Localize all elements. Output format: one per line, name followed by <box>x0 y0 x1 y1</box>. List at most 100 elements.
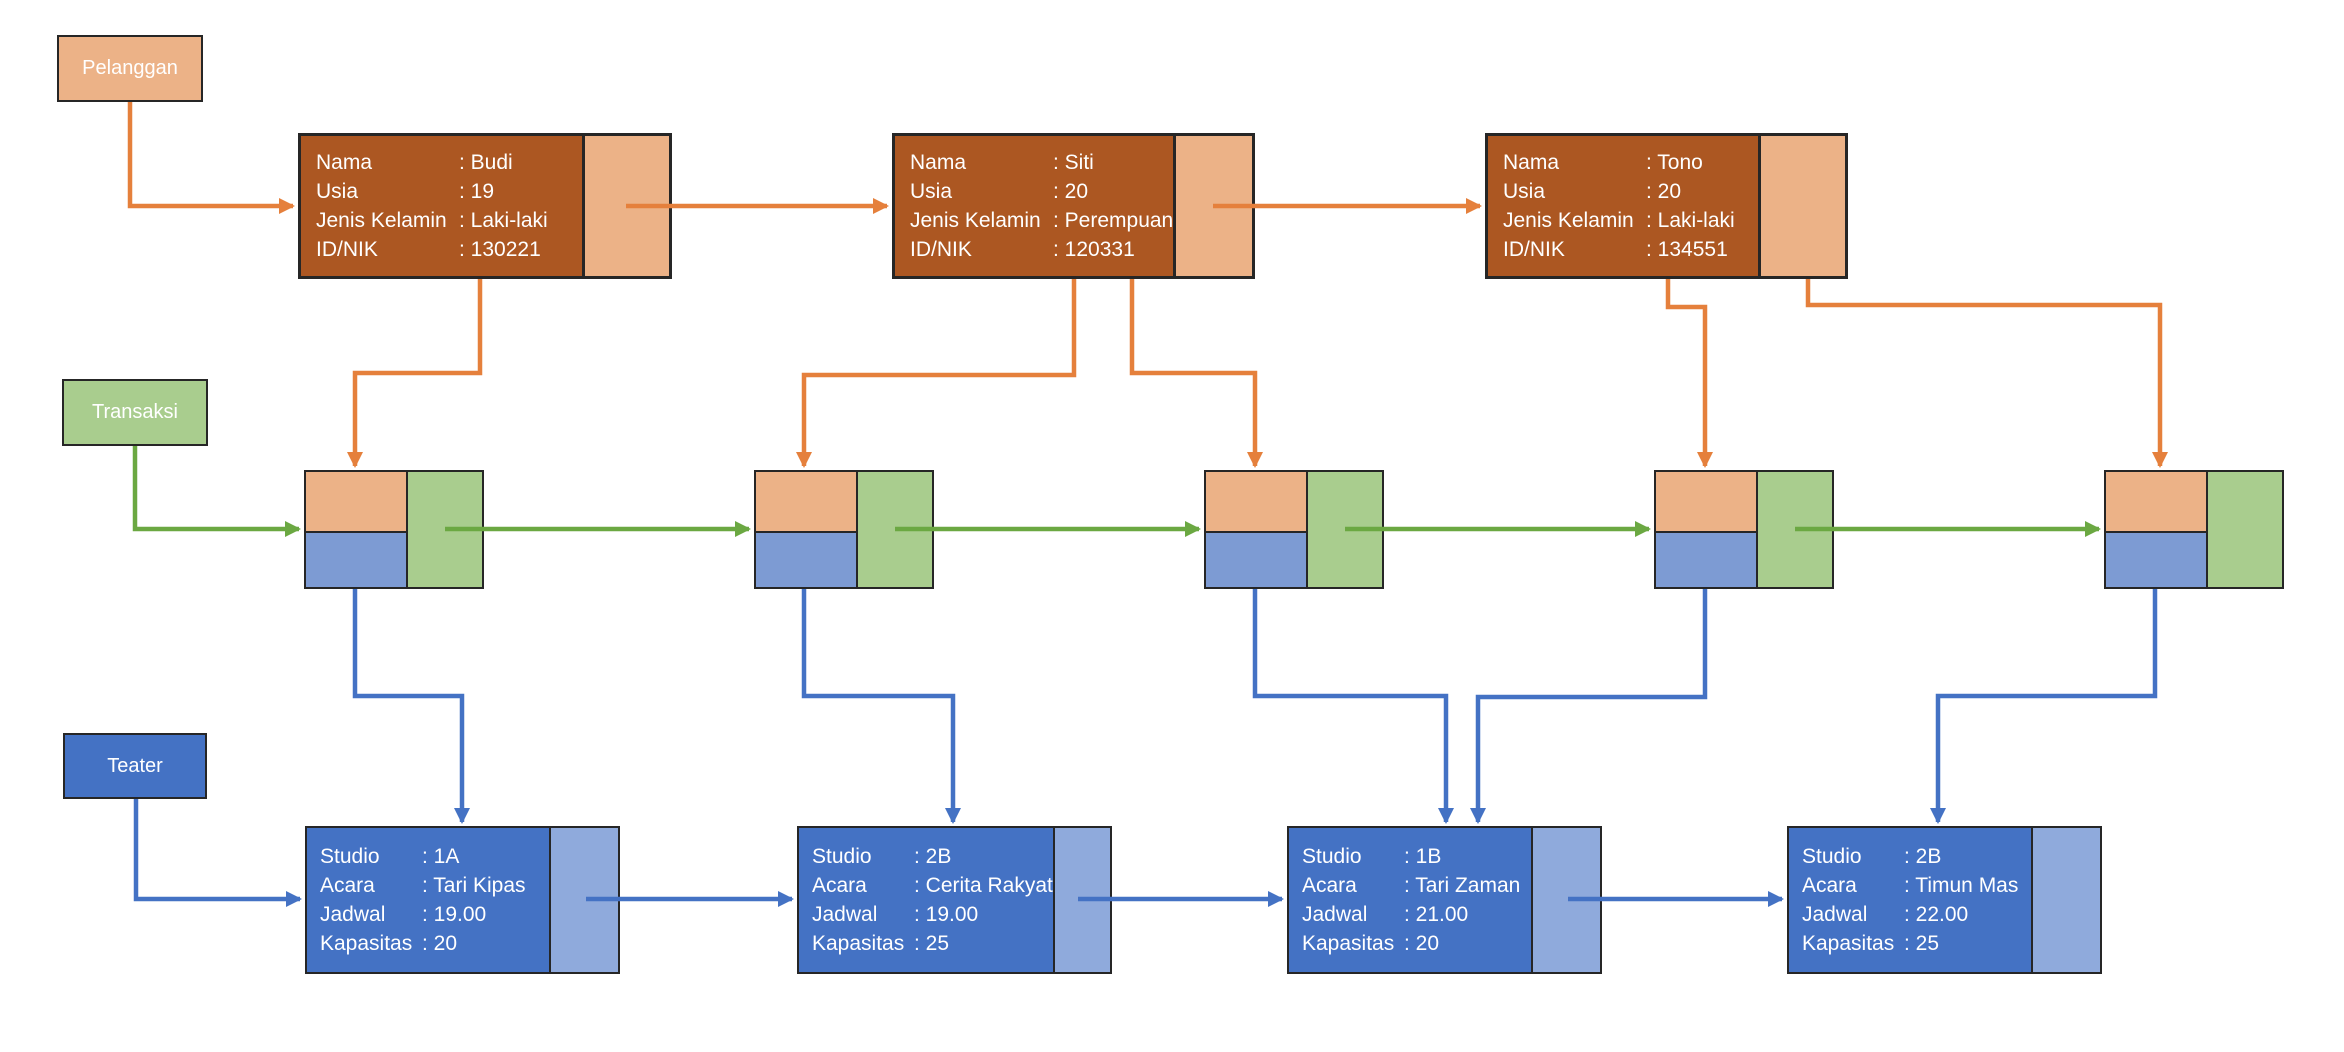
arrow-tono-to-transaction-4 <box>1665 279 1713 468</box>
field-value: : 19.00 <box>914 903 979 926</box>
transaction-theater-ref-cell <box>756 533 856 587</box>
arrow-tono-to-transaction-5 <box>1805 279 2168 468</box>
field-value: : 20 <box>1053 180 1089 203</box>
theater-field: Kapasitas: 25 <box>1802 929 2031 958</box>
theater-field: Acara: Timun Mas <box>1802 871 2031 900</box>
customer-field: Usia: 20 <box>1503 177 1758 206</box>
field-label: ID/NIK <box>910 238 972 261</box>
theater-field: Acara : Cerita Rakyat <box>812 871 1053 900</box>
transaction-data-cells <box>1656 472 1758 587</box>
field-value: : 120331 <box>1053 238 1135 261</box>
customer-next-pointer <box>582 136 669 276</box>
transaction-next-pointer-cell <box>1308 472 1382 587</box>
transaction-theater-ref-cell <box>1656 533 1756 587</box>
field-value: : Perempuan <box>1053 209 1174 232</box>
field-label: Kapasitas <box>1302 932 1395 955</box>
field-value: : 2B <box>914 845 952 868</box>
transaction-theater-ref-cell <box>2106 533 2206 587</box>
field-label: Usia <box>1503 180 1546 203</box>
field-value: : Tari Kipas <box>422 874 526 897</box>
transaction-node-3 <box>1204 470 1384 589</box>
customer-record: Nama: Budi Usia: 19 Jenis Kelamin: Laki-… <box>301 136 582 276</box>
customer-field: Jenis Kelamin : Perempuan <box>910 206 1173 235</box>
field-label: Nama <box>316 151 373 174</box>
field-value: : 1A <box>422 845 460 868</box>
customer-field: Nama : Siti <box>910 148 1173 177</box>
field-label: Studio <box>812 845 872 868</box>
theater-field: Acara : Tari Kipas <box>320 871 549 900</box>
theater-record: Studio: 1A Acara : Tari Kipas Jadwal: 19.… <box>307 828 549 972</box>
field-value: : Laki-laki <box>459 209 548 232</box>
field-label: Jenis Kelamin <box>1503 209 1634 232</box>
transaction-theater-ref-cell <box>306 533 406 587</box>
field-value: : Tono <box>1646 151 1703 174</box>
theater-field: Jadwal : 22.00 <box>1802 900 2031 929</box>
field-value: : Siti <box>1053 151 1094 174</box>
field-label: Nama <box>910 151 967 174</box>
transaction-data-cells <box>2106 472 2208 587</box>
arrow-budi-to-transaction-1 <box>347 279 483 468</box>
customer-node-budi: Nama: Budi Usia: 19 Jenis Kelamin: Laki-… <box>298 133 672 279</box>
field-label: Kapasitas <box>812 932 905 955</box>
field-value: : 130221 <box>459 238 541 261</box>
theater-field: Studio : 2B <box>1802 842 2031 871</box>
transaction-node-1 <box>304 470 484 589</box>
field-label: Acara <box>812 874 867 897</box>
field-label: Acara <box>320 874 375 897</box>
transaction-node-2 <box>754 470 934 589</box>
transaction-data-cells <box>1206 472 1308 587</box>
transaction-next-pointer-cell <box>2208 472 2282 587</box>
legend-pelanggan: Pelanggan <box>57 35 203 102</box>
theater-field: Jadwal: 21.00 <box>1302 900 1531 929</box>
field-label: Acara <box>1802 874 1857 897</box>
field-label: Jenis Kelamin <box>910 209 1041 232</box>
field-label: Usia <box>316 180 359 203</box>
transaction-customer-ref-cell <box>2106 472 2206 533</box>
arrow-transaction-5-to-theater-4 <box>1930 589 2158 824</box>
customer-field: Nama: Budi <box>316 148 582 177</box>
transaction-customer-ref-cell <box>756 472 856 533</box>
arrow-transaction-2-to-theater-2 <box>801 589 961 824</box>
theater-record: Studio : 1B Acara : Tari Zaman Jadwal: 21.… <box>1289 828 1531 972</box>
customer-field: Usia: 20 <box>910 177 1173 206</box>
transaction-next-pointer-cell <box>858 472 932 587</box>
theater-node-2b-cerita: Studio : 2B Acara : Cerita Rakyat Jadwal: … <box>797 826 1112 974</box>
field-label: Jadwal <box>1802 903 1868 926</box>
theater-next-pointer <box>1052 828 1110 972</box>
field-label: Studio <box>1802 845 1862 868</box>
theater-field: Studio: 1A <box>320 842 549 871</box>
field-label: Acara <box>1302 874 1357 897</box>
theater-next-pointer <box>2031 828 2100 972</box>
field-value: : 22.00 <box>1904 903 1969 926</box>
theater-next-pointer <box>549 828 618 972</box>
field-value: : 21.00 <box>1404 903 1469 926</box>
arrow-siti-to-transaction-2 <box>796 279 1077 468</box>
theater-field: Jadwal: 19.00 <box>812 900 1053 929</box>
theater-field: Studio : 1B <box>1302 842 1531 871</box>
field-value: : Cerita Rakyat <box>914 874 1053 897</box>
theater-field: Jadwal: 19.00 <box>320 900 549 929</box>
customer-field: ID/NIK: 130221 <box>316 235 582 264</box>
field-value: : 2B <box>1904 845 1942 868</box>
transaction-customer-ref-cell <box>1206 472 1306 533</box>
legend-pelanggan-label: Pelanggan <box>82 57 178 79</box>
field-value: : Laki-laki <box>1646 209 1735 232</box>
legend-teater: Teater <box>63 733 207 799</box>
theater-field: Acara : Tari Zaman <box>1302 871 1531 900</box>
arrow-teater-to-theater-1 <box>133 799 302 907</box>
field-value: : Tari Zaman <box>1404 874 1521 897</box>
customer-record: Nama : Siti Usia: 20 Jenis Kelamin : Perem… <box>895 136 1173 276</box>
customer-field: Nama: Tono <box>1503 148 1758 177</box>
legend-transaksi-label: Transaksi <box>92 401 178 423</box>
field-value: : 1B <box>1404 845 1442 868</box>
customer-next-pointer <box>1758 136 1845 276</box>
arrow-transaction-1-to-theater-1 <box>352 589 470 824</box>
arrow-transaksi-to-transaction-1 <box>132 446 301 537</box>
customer-field: ID/NIK : 120331 <box>910 235 1173 264</box>
theater-field: Kapasitas: 20 <box>1302 929 1531 958</box>
arrow-siti-to-transaction-3 <box>1129 279 1263 468</box>
field-value: : 134551 <box>1646 238 1728 261</box>
field-label: Jadwal <box>320 903 386 926</box>
field-label: Studio <box>1302 845 1362 868</box>
